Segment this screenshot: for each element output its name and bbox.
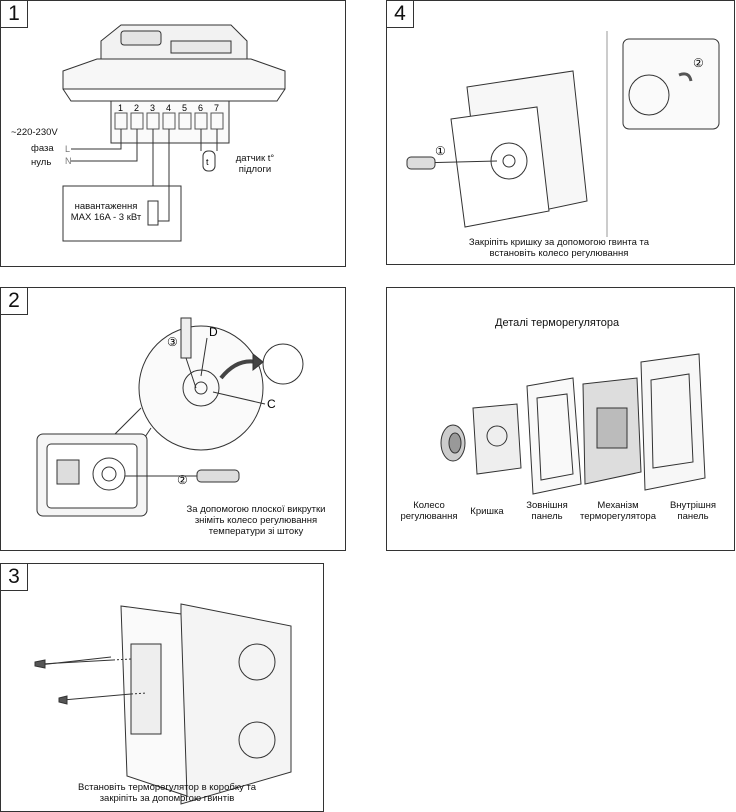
callout-1: ① — [435, 144, 446, 158]
wire-l-label: L — [65, 144, 70, 154]
step-number: 2 — [1, 288, 28, 315]
wire-n-label: N — [65, 156, 72, 166]
callout-3: ③ — [167, 335, 178, 349]
part-label-line1: Кришка — [470, 506, 504, 517]
part-label: Механізм терморегулятора — [575, 500, 661, 522]
terminal-label: 6 — [198, 103, 203, 113]
step-number: 4 — [387, 1, 414, 28]
letter-c: C — [267, 397, 276, 411]
panel-install-box: 3 Встановіть терморегулятор в коробку та… — [0, 563, 324, 812]
remove-knob-illustration: ③ ② D C — [36, 317, 304, 517]
caption-line2: зніміть колесо регулювання — [194, 515, 318, 526]
caption-line1: За допомогою плоскої викрутки — [186, 504, 326, 515]
part-label-line1: Зовнішня — [526, 500, 568, 511]
attach-cover-caption: Закріпіть кришку за допомогою гвинта та … — [447, 237, 671, 259]
load-label-line1: навантаження — [74, 201, 138, 212]
part-label-line2: терморегулятора — [580, 511, 656, 522]
panel-wiring: 1 — [0, 0, 346, 267]
terminal-label: 2 — [134, 103, 139, 113]
step-number: 1 — [1, 1, 28, 28]
part-label-line2: панель — [531, 511, 563, 522]
parts-illustration — [440, 353, 706, 495]
terminal-label: 7 — [214, 103, 219, 113]
callout-2: ② — [177, 473, 188, 487]
sensor-label: датчик t° підлоги — [223, 153, 287, 175]
caption-line1: Закріпіть кришку за допомогою гвинта та — [468, 237, 650, 248]
terminal-label: 5 — [182, 103, 187, 113]
caption-line1: Встановіть терморегулятор в коробку та — [78, 782, 256, 793]
part-label: Внутрішня панель — [661, 500, 725, 522]
terminal-label: 1 — [118, 103, 123, 113]
part-label-line1: Колесо — [413, 500, 445, 511]
part-label: Колесо регулювання — [397, 500, 461, 522]
terminal-label: 4 — [166, 103, 171, 113]
callout-2: ② — [693, 56, 704, 70]
caption-line2: встановіть колесо регулювання — [489, 248, 629, 259]
part-label-line2: панель — [677, 511, 709, 522]
parts-title: Деталі терморегулятора — [495, 317, 620, 329]
part-label: Кришка — [463, 506, 511, 517]
remove-knob-caption: За допомогою плоскої викрутки зніміть ко… — [173, 504, 339, 537]
terminal-label: 3 — [150, 103, 155, 113]
sensor-t-label: t — [206, 157, 209, 167]
part-label: Зовнішня панель — [517, 500, 577, 522]
caption-line3: температури зі штоку — [208, 526, 304, 537]
letter-d: D — [209, 325, 218, 339]
part-label-line2: регулювання — [400, 511, 458, 522]
install-box-illustration — [34, 603, 292, 805]
load-label-line2: MAX 16A - 3 кВт — [70, 212, 142, 223]
neutral-label: нуль — [31, 157, 52, 168]
load-label: навантаження MAX 16A - 3 кВт — [63, 201, 149, 223]
sensor-label-line2: підлоги — [238, 164, 272, 175]
panel-attach-cover: 4 ① ② Закріпіть кришку за допомогою гвин… — [386, 0, 735, 265]
wiring-illustration: 1 2 3 4 5 6 7 L N t — [62, 24, 286, 242]
phase-label: фаза — [31, 143, 54, 154]
part-label-line1: Внутрішня — [669, 500, 717, 511]
panel-parts: Деталі терморегулятора Колесо регулюванн… — [386, 287, 735, 551]
panel-remove-knob: 2 — [0, 287, 346, 551]
step-number: 3 — [1, 564, 28, 591]
voltage-label: ~220-230V — [11, 127, 58, 138]
install-box-caption: Встановіть терморегулятор в коробку та з… — [61, 782, 273, 804]
caption-line2: закріпіть за допомогою гвинтів — [99, 793, 235, 804]
part-label-line1: Механізм — [597, 500, 639, 511]
attach-cover-illustration: ① ② — [406, 31, 720, 237]
sensor-label-line1: датчик t° — [235, 153, 275, 164]
